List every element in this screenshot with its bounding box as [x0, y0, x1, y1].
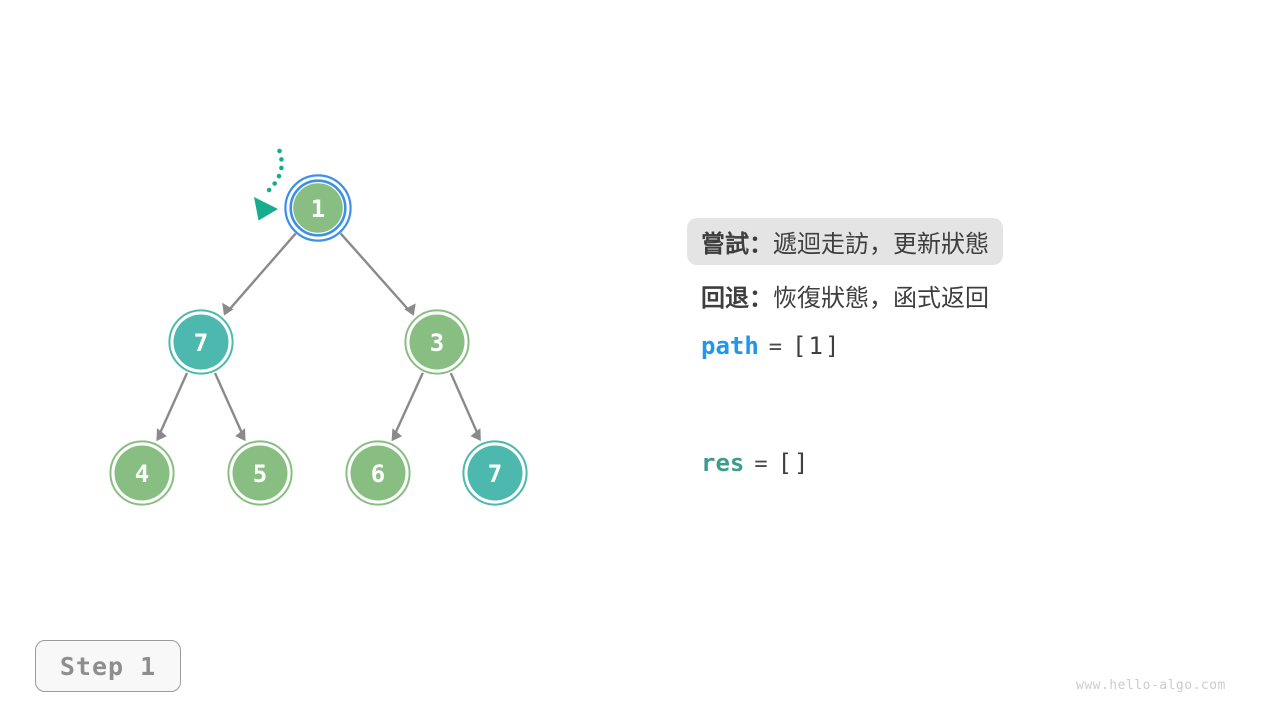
try-step-callout: 嘗試：遞迴走訪，更新狀態 — [687, 218, 1003, 265]
tree-node: 7 — [168, 309, 234, 375]
tree-edge — [391, 372, 424, 442]
tree-node: 6 — [345, 440, 411, 506]
tree-node: 4 — [109, 440, 175, 506]
path-variable-name: path — [701, 332, 759, 360]
backtrack-label: 回退： — [701, 285, 773, 312]
tree-node: 3 — [404, 309, 470, 375]
tree-edge — [222, 232, 297, 316]
path-variable-line: path = [1] — [701, 332, 841, 360]
node-value: 7 — [194, 329, 208, 357]
try-text: 遞迴走訪，更新狀態 — [773, 231, 989, 258]
equals-sign: = — [754, 452, 768, 477]
equals-sign: = — [768, 335, 783, 360]
res-variable-name: res — [701, 449, 745, 477]
path-variable-value: [1] — [792, 332, 842, 360]
tree-node: 5 — [227, 440, 293, 506]
tree-node: 7 — [462, 440, 528, 506]
tree-edge — [156, 372, 189, 442]
node-value: 7 — [488, 460, 502, 488]
tree-edge — [339, 232, 416, 316]
res-variable-value: [] — [777, 449, 811, 477]
node-value: 6 — [371, 460, 385, 488]
tree-edge — [449, 372, 481, 441]
tree-edge — [213, 372, 246, 442]
watermark-url: www.hello-algo.com — [1076, 678, 1226, 693]
step-badge-label: Step 1 — [59, 651, 157, 681]
traversal-arrow — [254, 148, 284, 221]
node-value: 5 — [253, 460, 267, 488]
backtrack-text: 恢復狀態，函式返回 — [773, 285, 989, 312]
res-variable-line: res = [] — [701, 449, 811, 477]
binary-tree-diagram: 1 7 3 4 5 6 7 — [109, 148, 528, 506]
step-badge: Step 1 — [35, 640, 181, 692]
node-value: 3 — [430, 329, 444, 357]
backtrack-note: 回退：恢復狀態，函式返回 — [701, 278, 989, 313]
try-label: 嘗試： — [701, 231, 773, 258]
tree-edges — [156, 232, 481, 442]
node-value: 1 — [311, 195, 325, 223]
node-value: 4 — [135, 460, 149, 488]
tree-node-root: 1 — [284, 174, 352, 242]
